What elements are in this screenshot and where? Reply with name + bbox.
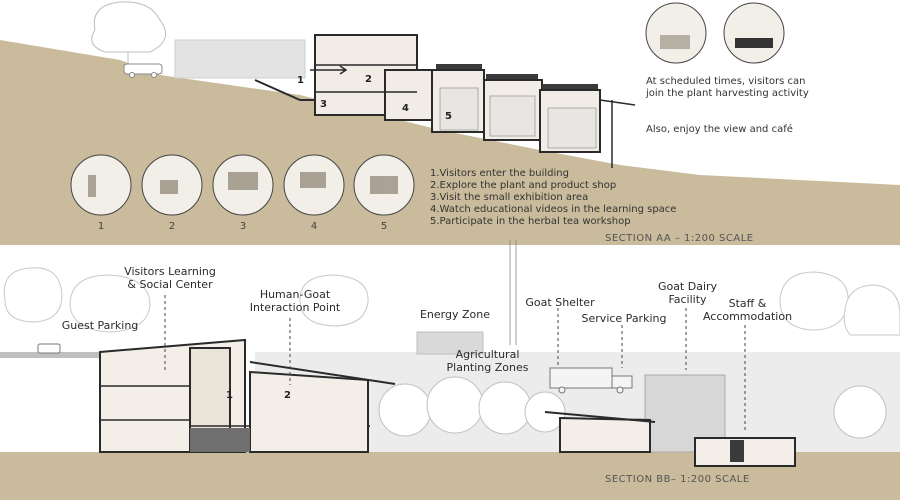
label-goat-shelter: Goat Shelter [525, 296, 595, 309]
background-trees-bb [3, 267, 900, 336]
section-aa-number-1: 1 [297, 75, 304, 86]
section-aa-number-2: 2 [365, 74, 372, 85]
visitor-step: 5.Participate in the herbal tea workshop [430, 216, 631, 227]
glazing-panels [439, 87, 597, 149]
leader-lines [509, 240, 517, 345]
staff-accommodation-building [694, 437, 796, 467]
section-aa [0, 1, 900, 345]
guest-car [37, 343, 61, 354]
background-building-aa [174, 39, 306, 79]
building-floor-lines [315, 64, 636, 106]
label-human-goat: Human-Goat Interaction Point [249, 288, 341, 314]
label-goat-dairy: Goat Dairy Facility [657, 280, 718, 306]
building-number-1: 1 [226, 390, 233, 401]
harvest-vignette-2 [723, 2, 785, 64]
visitor-step: 1.Visitors enter the building [430, 168, 569, 179]
section-aa-number-4: 4 [402, 103, 409, 114]
parked-car-aa [123, 63, 163, 78]
section-bb [0, 267, 900, 500]
entry-ramp [254, 79, 318, 101]
label-energy-zone: Energy Zone [419, 308, 490, 321]
visitor-step: 3.Visit the small exhibition area [430, 192, 589, 203]
vignette-label-1: 1 [97, 221, 105, 232]
harvest-note: At scheduled times, visitors can join th… [646, 76, 809, 99]
vignette-label-2: 2 [168, 221, 176, 232]
visitor-step: 4.Watch educational videos in the learni… [430, 204, 677, 215]
roof-planting [436, 64, 598, 89]
basement-dark [190, 428, 250, 452]
section-aa-number-5: 5 [445, 111, 452, 122]
visitor-steps-list: 1.Visitors enter the building 2.Explore … [430, 168, 676, 228]
interaction-building [249, 361, 396, 453]
label-service-parking: Service Parking [581, 312, 667, 325]
label-learning-center: Visitors Learning & Social Center [124, 265, 216, 291]
label-staff: Staff & Accommodation [702, 297, 793, 323]
section-bb-scale: SECTION BB– 1:200 SCALE [605, 474, 750, 485]
agricultural-trees [378, 376, 887, 439]
building-number-2: 2 [284, 390, 291, 401]
vignette-circles [70, 154, 415, 216]
label-agricultural: Agricultural Planting Zones [446, 348, 529, 374]
label-leaders [164, 295, 746, 430]
harvest-vignettes [645, 2, 785, 64]
road-left [0, 352, 100, 358]
vignette-label-4: 4 [310, 221, 318, 232]
view-note: Also, enjoy the view and café [646, 124, 793, 135]
vignette-1 [70, 154, 132, 216]
visitor-step: 2.Explore the plant and product shop [430, 180, 617, 191]
service-truck [549, 367, 633, 394]
entry-arrow [310, 65, 348, 75]
label-guest-parking: Guest Parking [61, 319, 139, 332]
section-aa-scale: SECTION AA – 1:200 SCALE [605, 233, 754, 244]
vignette-label-5: 5 [380, 221, 388, 232]
harvest-vignette-1 [645, 2, 707, 64]
vignette-label-3: 3 [239, 221, 247, 232]
section-aa-number-3: 3 [320, 99, 327, 110]
goat-shelter-building [544, 411, 656, 453]
energy-zone-block [416, 331, 484, 355]
